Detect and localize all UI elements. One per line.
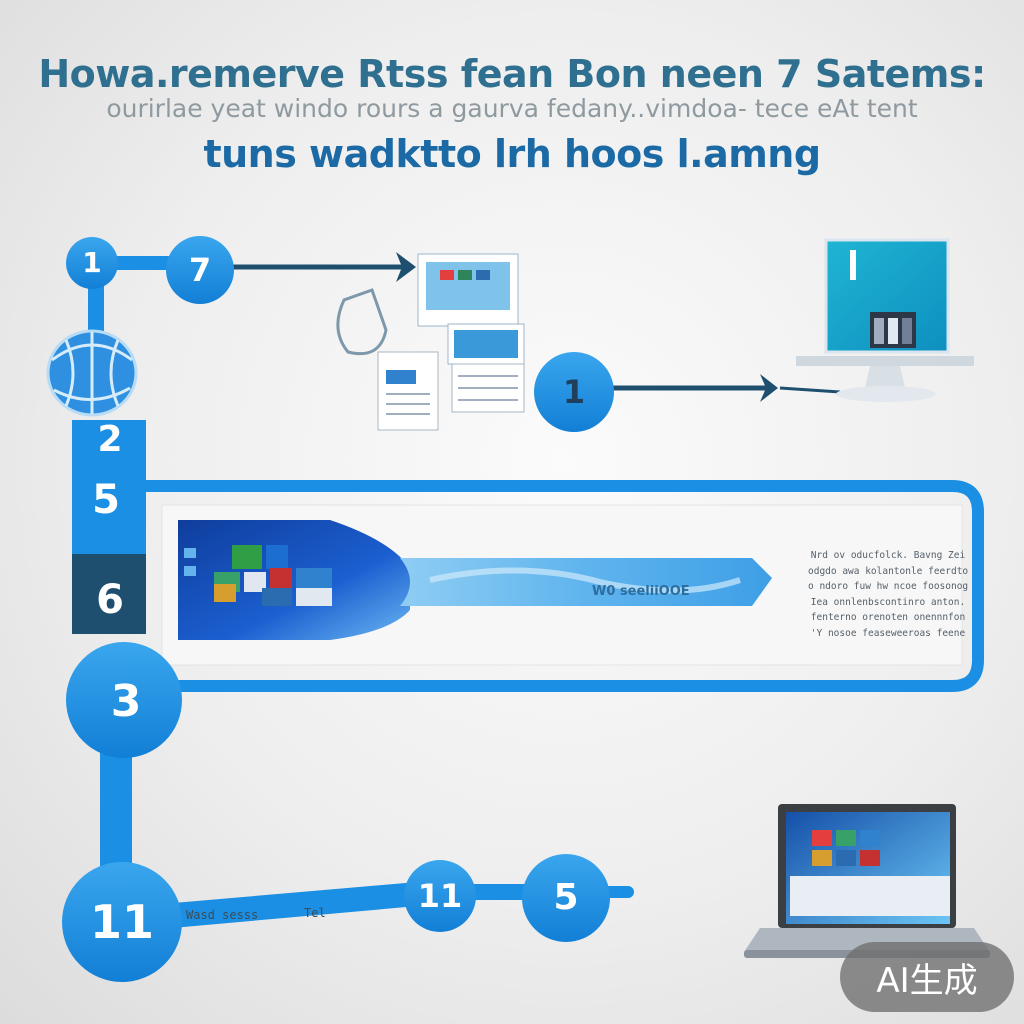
step-number-1b: 1 [562, 373, 586, 411]
content-panel [146, 480, 984, 692]
bottom-line-right-text: Tel [304, 906, 326, 920]
step-number-5a: 5 [92, 477, 120, 523]
documents-icon [336, 253, 525, 431]
ai-generated-badge: AI生成 [840, 942, 1014, 1012]
step-circle-5[interactable] [522, 854, 610, 942]
step-circle-11b[interactable] [404, 860, 476, 932]
step-number-7: 7 [188, 251, 212, 289]
step-number-11: 11 [89, 895, 155, 949]
step-number-1: 1 [82, 246, 102, 279]
step-number-3: 3 [110, 676, 142, 727]
top-connector [90, 252, 416, 282]
step-circle-7[interactable] [166, 236, 234, 304]
globe-icon [46, 329, 138, 417]
step-circle-1b[interactable] [534, 352, 614, 432]
caption-line: 'Y nosoe feaseweeroas feene [810, 627, 966, 639]
page-tagline: tuns wadktto lrh hoos l.amng [203, 132, 821, 176]
step-number-2: 2 [97, 419, 123, 460]
caption-line: o ndoro fuw hw ncoe foosonog [808, 581, 968, 592]
step-number-6: 6 [96, 577, 124, 623]
panel-caption: Nrd ov oducfolck. Bavng Zei odgdo awa ko… [808, 548, 968, 641]
step-circle-1[interactable] [66, 237, 118, 289]
step-number-11b: 11 [417, 877, 463, 915]
laptop-icon [744, 804, 990, 958]
step-circle-11[interactable] [62, 862, 182, 982]
step-circle-3[interactable] [66, 642, 182, 758]
caption-line: Iea onnlenbscontinro anton. [810, 596, 966, 608]
page-title: Howa.remerve Rtss fean Bon neen 7 Satems… [38, 52, 986, 96]
caption-line: Nrd ov oducfolck. Bavng Zei [810, 550, 966, 561]
page-subtitle: ourirlae yeat windo rours a gaurva fedan… [106, 94, 918, 123]
caption-line: fenterno orenoten onennnfon [810, 612, 966, 623]
caption-line: odgdo awa kolantonle feerdto [808, 565, 968, 577]
mid-connector [610, 374, 841, 402]
band-label: W0 seeliiOOE [592, 584, 690, 599]
step-number-5: 5 [553, 877, 579, 918]
monitor-icon [796, 238, 974, 402]
bottom-line-left-text: Wasd sesss [186, 908, 259, 922]
